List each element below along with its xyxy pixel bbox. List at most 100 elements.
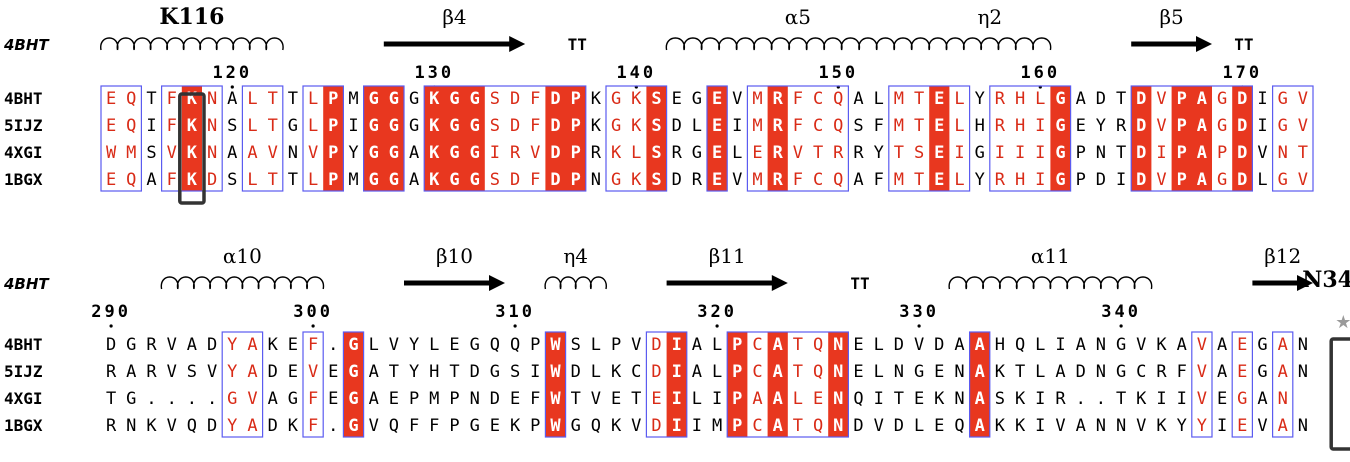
residue: Y xyxy=(874,143,884,163)
ss-element-label: η4 xyxy=(563,244,588,268)
residue: I xyxy=(530,362,540,382)
residue: I xyxy=(672,335,682,355)
residue: G xyxy=(369,170,379,190)
residue: V xyxy=(591,389,601,409)
residue: L xyxy=(874,89,884,109)
similarity-box xyxy=(161,85,223,192)
residue: V xyxy=(1156,89,1166,109)
ruler-number: 120 xyxy=(212,63,252,83)
residue: R xyxy=(1055,389,1066,409)
residue: A xyxy=(853,170,863,190)
residue: Q xyxy=(813,362,823,382)
residue: V xyxy=(207,362,217,382)
residue: I xyxy=(1055,335,1065,355)
similarity-box xyxy=(888,85,971,192)
residue: K xyxy=(631,89,642,109)
residue: Q xyxy=(833,116,843,136)
residue: I xyxy=(672,416,682,436)
residue: G xyxy=(348,389,358,409)
residue: T xyxy=(813,143,823,163)
residue: D xyxy=(106,335,116,355)
residue: F xyxy=(874,170,884,190)
identical-column-bg xyxy=(363,86,404,191)
residue: C xyxy=(813,170,823,190)
residue: D xyxy=(1136,143,1146,163)
similarity-box xyxy=(544,331,567,438)
residue: P xyxy=(409,389,419,409)
residue: K xyxy=(1015,389,1026,409)
residue: P xyxy=(571,89,581,109)
residue: E xyxy=(490,416,500,436)
residue: F xyxy=(167,89,177,109)
residue: S xyxy=(146,143,156,163)
residue: D xyxy=(1136,89,1146,109)
residue: Y xyxy=(975,89,985,109)
residue: G xyxy=(449,170,459,190)
residue: E xyxy=(712,89,722,109)
residue: Q xyxy=(490,335,500,355)
residue: E xyxy=(328,362,338,382)
residue: M xyxy=(348,170,358,190)
residue: D xyxy=(934,335,944,355)
residue: V xyxy=(1257,143,1267,163)
residue: S xyxy=(651,89,661,109)
residue: G xyxy=(1116,335,1126,355)
residue: R xyxy=(106,362,117,382)
residue: M xyxy=(752,116,762,136)
residue: C xyxy=(1136,362,1146,382)
residue: A xyxy=(247,416,257,436)
residue: V xyxy=(369,416,379,436)
residue: P xyxy=(1076,170,1086,190)
residue: S xyxy=(651,116,661,136)
residue: G xyxy=(126,335,136,355)
residue: W xyxy=(550,389,561,409)
sequence-name: 4XGI xyxy=(4,389,43,408)
residue: N xyxy=(1096,335,1106,355)
residue: T xyxy=(1116,143,1126,163)
residue: F xyxy=(793,170,803,190)
residue: C xyxy=(813,116,823,136)
residue: D xyxy=(1096,170,1106,190)
residue: P xyxy=(449,389,459,409)
residue: I xyxy=(348,116,358,136)
residue: V xyxy=(732,170,742,190)
residue: G xyxy=(1055,116,1065,136)
residue: Y xyxy=(1177,416,1187,436)
residue: I xyxy=(712,389,722,409)
residue: K xyxy=(591,89,602,109)
residue: Y xyxy=(227,335,237,355)
residue: T xyxy=(914,116,924,136)
residue: S xyxy=(995,389,1005,409)
residue: M xyxy=(348,89,358,109)
residue: T xyxy=(914,89,924,109)
residue: E xyxy=(712,170,722,190)
residue: G xyxy=(449,89,459,109)
residue: Y xyxy=(1096,116,1106,136)
residue: R xyxy=(146,362,157,382)
highlight-box xyxy=(1329,337,1350,451)
residue: P xyxy=(1177,143,1187,163)
residue: D xyxy=(510,170,520,190)
residue: H xyxy=(1015,89,1025,109)
residue: D xyxy=(268,362,278,382)
residue: I xyxy=(692,416,702,436)
residue: Q xyxy=(1015,335,1025,355)
residue: E xyxy=(510,389,520,409)
residue: Q xyxy=(813,335,823,355)
strand-arrowhead xyxy=(1196,36,1212,52)
residue: P xyxy=(1076,143,1086,163)
residue: L xyxy=(793,389,803,409)
residue: L xyxy=(692,116,702,136)
residue: S xyxy=(853,116,863,136)
residue: Q xyxy=(510,335,520,355)
residue: F xyxy=(530,170,540,190)
residue: F xyxy=(167,116,177,136)
residue: L xyxy=(874,335,884,355)
residue: G xyxy=(1217,89,1227,109)
residue: F xyxy=(308,335,318,355)
residue: T xyxy=(1116,389,1126,409)
residue: T xyxy=(1116,89,1126,109)
residue: A xyxy=(975,389,985,409)
residue: I xyxy=(1257,89,1267,109)
residue: Y xyxy=(348,143,358,163)
